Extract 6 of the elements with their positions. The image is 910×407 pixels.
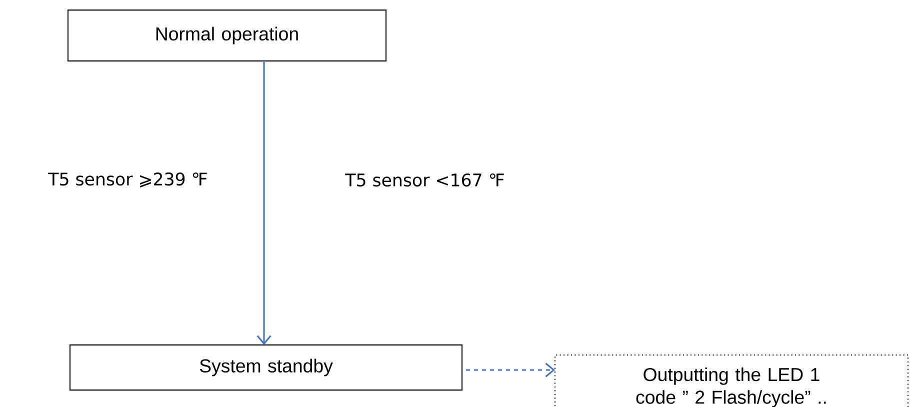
condition-label: T5 sensor ⩾239 ℉ — [48, 172, 207, 188]
condition-label: T5 sensor <167 ℉ — [345, 173, 504, 187]
process-box: System standby — [69, 344, 463, 391]
arrow — [256, 61, 272, 345]
arrow — [466, 362, 555, 378]
process-box: Normal operation — [67, 10, 387, 62]
